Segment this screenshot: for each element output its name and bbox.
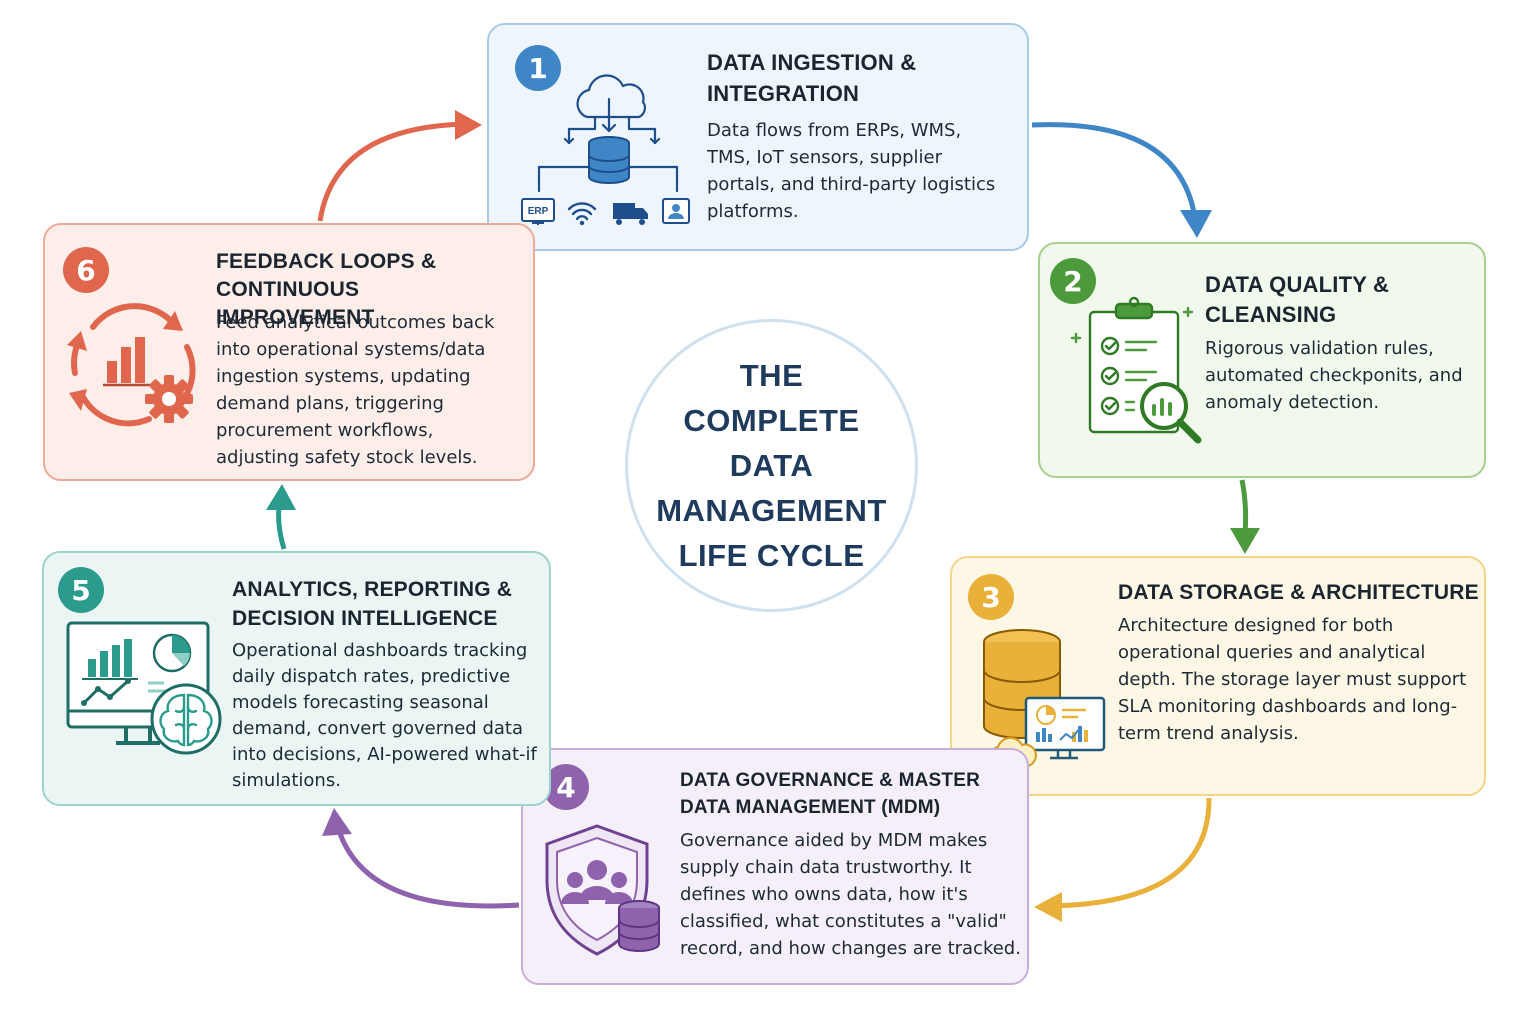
stage-description: Rigorous validation rules, automated che…	[1205, 338, 1463, 413]
stage-title: DATA GOVERNANCE & MASTER DATA MANAGEMENT…	[680, 770, 981, 818]
stage-card-analytics: 5 ANALYTICS, REPORTING & DECISION	[42, 551, 551, 806]
stage-card-governance: 4 DATA GOVERNANCE & MASTER DATA MANAGEME…	[521, 748, 1029, 985]
stage-title: FEEDBACK LOOPS & CONTINUOUS IMPROVEMENT	[216, 250, 437, 329]
stage-title: DATA QUALITY & CLEANSING	[1205, 272, 1390, 327]
stage-card-storage: 3 DATA	[950, 556, 1486, 796]
arrowhead-2	[1230, 528, 1260, 554]
shield-users-database-icon	[545, 824, 660, 956]
stage-description: Architecture designed for both operation…	[1118, 615, 1467, 744]
arrow-4-to-5	[332, 815, 520, 909]
erp-label: ERP	[528, 206, 549, 217]
clipboard-checklist-magnifier-icon	[1070, 296, 1202, 444]
database-dashboard-cloud-icon	[983, 629, 1106, 767]
arrowhead-1	[1180, 210, 1212, 238]
stage-number-badge: 6	[63, 247, 109, 293]
stage-description: Data flows from ERPs, WMS, TMS, IoT sens…	[707, 120, 996, 222]
stage-card-ingestion: 1 ERP	[487, 23, 1029, 251]
stage-number-badge: 3	[968, 574, 1014, 620]
stage-title: DATA STORAGE & ARCHITECTURE	[1118, 581, 1479, 604]
arrowhead-4	[322, 808, 352, 836]
arrowhead-3	[1034, 892, 1062, 922]
monitor-charts-brain-icon	[66, 621, 222, 755]
stage-description: Operational dashboards tracking daily di…	[232, 640, 537, 791]
stage-description: Feed analytical outcomes back into opera…	[216, 312, 495, 468]
arrowhead-5	[266, 484, 296, 510]
arrow-1-to-2	[1031, 122, 1201, 231]
cloud-database-sources-icon: ERP	[521, 74, 690, 226]
arrowhead-6	[455, 110, 482, 140]
center-title: THE COMPLETE DATA MANAGEMENT LIFE CYCLE	[656, 358, 887, 573]
stage-title: ANALYTICS, REPORTING & DECISION INTELLIG…	[232, 578, 513, 630]
stage-card-feedback: 6	[43, 223, 535, 481]
stage-number-badge: 2	[1050, 258, 1096, 304]
center-circle: THE COMPLETE DATA MANAGEMENT LIFE CYCLE	[625, 319, 918, 612]
arrow-3-to-4	[1040, 797, 1212, 911]
stage-title: DATA INGESTION & INTEGRATION	[707, 50, 917, 106]
stage-number-badge: 5	[58, 567, 104, 613]
stage-card-quality: 2 DATA QUALITY & CLEANSING Rigorous vali…	[1038, 242, 1486, 478]
arrow-6-to-1	[317, 119, 477, 222]
stage-number-badge: 1	[515, 45, 561, 91]
cycle-chart-gear-icon	[67, 303, 196, 427]
stage-description: Governance aided by MDM makes supply cha…	[680, 830, 1021, 959]
